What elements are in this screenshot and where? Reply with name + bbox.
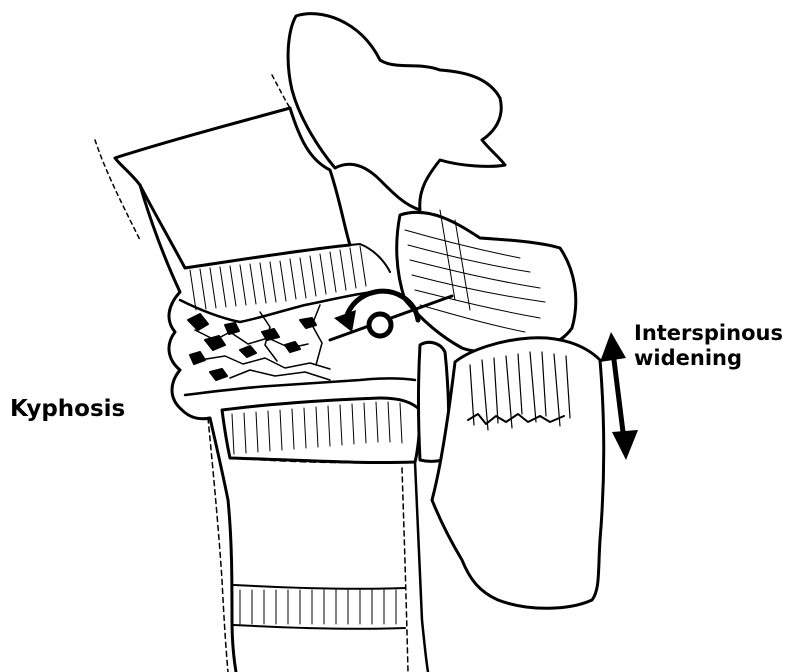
kyphosis-label: Kyphosis — [10, 396, 125, 423]
interspinous-label-line2: widening — [634, 346, 783, 371]
lower-body-wall — [415, 462, 428, 672]
interspinous-widening-label: Interspinous widening — [634, 321, 783, 371]
lower-spinous-process — [432, 338, 604, 609]
fracture-zone — [185, 379, 415, 396]
double-headed-vertical-arrow-icon — [600, 332, 638, 460]
next-disc-hatching — [240, 590, 396, 624]
next-endplate — [234, 625, 405, 629]
interspinous-label-line1: Interspinous — [634, 321, 783, 346]
lower-body-wall — [402, 468, 408, 672]
lower-vertebral-body — [222, 398, 420, 463]
upper-body-contour — [272, 75, 290, 108]
next-disc — [234, 585, 405, 589]
posterior-ligament — [397, 212, 576, 351]
